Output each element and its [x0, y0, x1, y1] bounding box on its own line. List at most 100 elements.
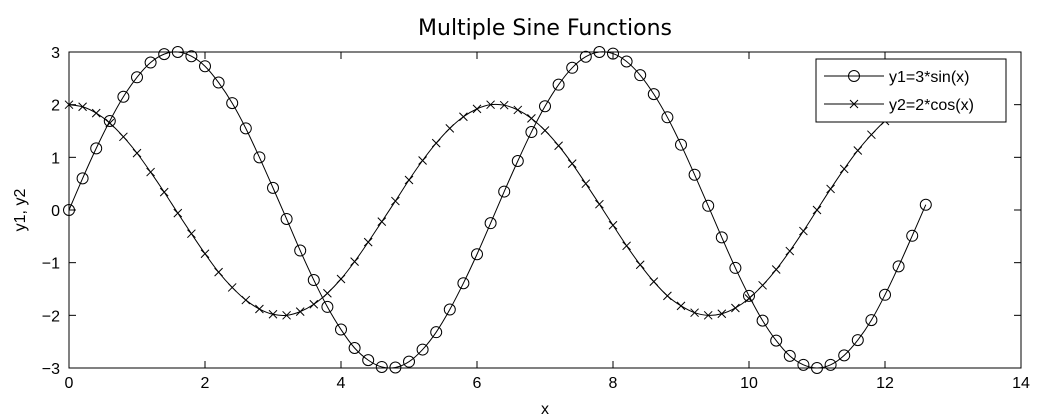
data-point-y1: [307, 274, 320, 287]
data-point-y2: [567, 159, 577, 169]
data-point-y1: [566, 61, 579, 74]
data-point-y1: [620, 55, 633, 68]
data-point-y2: [744, 294, 754, 303]
x-tick-label: 10: [740, 375, 758, 392]
legend-box: [815, 58, 1007, 123]
data-point-y1: [729, 261, 742, 274]
data-point-y2: [173, 208, 183, 218]
data-point-y2: [418, 156, 427, 165]
data-point-y2: [268, 309, 278, 319]
data-point-y2: [771, 265, 781, 274]
data-point-y1: [103, 114, 116, 127]
y-tick-label: 2: [51, 98, 60, 115]
data-point-y1: [783, 349, 796, 362]
x-tick-label: 12: [876, 375, 894, 392]
x-tick-label: 2: [201, 375, 210, 392]
data-point-y2: [867, 130, 876, 140]
data-point-y1: [539, 100, 551, 113]
data-point-y2: [159, 187, 169, 197]
data-point-y2: [676, 301, 686, 311]
data-point-y2: [717, 309, 727, 319]
data-point-y1: [144, 56, 157, 69]
data-point-y2: [78, 102, 87, 112]
data-point-y2: [445, 124, 455, 133]
data-point-y1: [280, 212, 293, 225]
data-point-y2: [635, 260, 645, 270]
data-point-y1: [403, 355, 415, 368]
data-point-y2: [404, 175, 414, 185]
data-point-y1: [879, 288, 891, 301]
data-point-y1: [593, 46, 606, 58]
data-point-y1: [484, 217, 497, 230]
data-point-y2: [241, 295, 251, 305]
data-point-y1: [906, 229, 919, 242]
data-point-y1: [362, 354, 375, 367]
data-point-y1: [335, 323, 347, 336]
data-point-y2: [91, 108, 101, 118]
data-point-y2: [431, 138, 441, 148]
data-point-y1: [294, 244, 307, 257]
legend-label-y1: y1=3*sin(x): [889, 69, 969, 86]
data-point-y2: [812, 205, 822, 215]
data-point-y2: [200, 249, 210, 259]
legend-marker-y1: [848, 70, 860, 82]
data-point-y1: [430, 326, 443, 339]
data-point-y1: [525, 126, 538, 139]
data-point-y2: [649, 277, 659, 286]
y-tick-label: 0: [51, 203, 60, 220]
data-point-y2: [581, 179, 591, 189]
chart-title: Multiple Sine Functions: [418, 16, 672, 41]
data-point-y1: [743, 289, 755, 302]
y-tick-label: 3: [51, 45, 60, 62]
data-point-y2: [472, 104, 482, 114]
data-point-y1: [375, 360, 388, 373]
data-point-y2: [595, 199, 604, 209]
data-point-y1: [579, 50, 592, 63]
data-point-y1: [797, 358, 810, 371]
data-point-y2: [459, 112, 468, 122]
data-point-y1: [892, 260, 905, 273]
data-point-y2: [608, 220, 618, 230]
data-point-y1: [76, 172, 89, 185]
data-point-y1: [185, 50, 198, 63]
x-tick-label: 14: [1012, 375, 1030, 392]
x-tick-label: 4: [337, 375, 346, 392]
data-point-y1: [865, 314, 878, 327]
data-point-y1: [253, 151, 266, 164]
data-point-y1: [212, 76, 225, 89]
data-point-y1: [688, 168, 701, 181]
data-point-y2: [377, 217, 387, 226]
data-point-y2: [105, 118, 115, 128]
data-point-y1: [90, 142, 103, 155]
data-point-y2: [703, 310, 713, 320]
y-tick-label: 1: [51, 150, 60, 167]
data-point-y1: [226, 97, 239, 110]
data-point-y1: [756, 314, 769, 327]
data-point-y1: [675, 138, 687, 151]
data-point-y2: [731, 303, 740, 313]
data-point-y2: [336, 274, 346, 284]
y-tick-label: −3: [42, 361, 60, 378]
series-line-2: [68, 103, 926, 316]
data-point-y2: [785, 246, 795, 256]
data-point-y1: [199, 60, 211, 73]
data-point-y1: [63, 204, 75, 216]
data-point-y1: [811, 362, 823, 374]
data-point-y2: [309, 299, 319, 309]
data-point-y1: [389, 361, 402, 374]
series-layer: [63, 46, 932, 374]
data-point-y2: [391, 196, 400, 206]
x-axis-label: x: [541, 401, 549, 418]
data-point-y2: [146, 167, 155, 177]
data-point-y1: [131, 71, 143, 84]
data-point-y2: [214, 267, 223, 277]
data-point-y1: [851, 334, 864, 347]
data-point-y2: [663, 291, 672, 301]
data-point-y1: [715, 231, 728, 244]
data-point-y2: [527, 114, 536, 123]
data-point-y1: [498, 185, 511, 198]
data-point-y1: [661, 111, 674, 124]
data-point-y2: [622, 241, 631, 251]
